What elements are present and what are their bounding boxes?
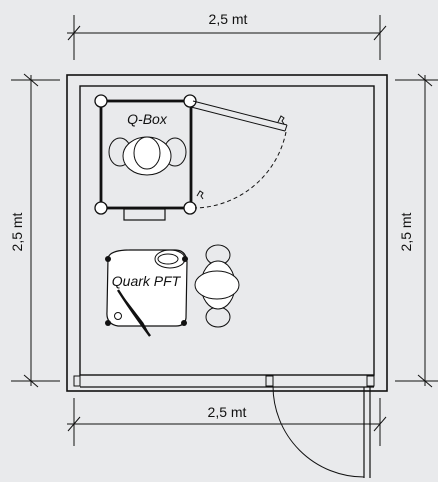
quark-pft-unit: Quark PFT xyxy=(105,249,188,337)
dimension-right-label: 2,5 mt xyxy=(398,212,414,251)
quark-pft-label: Quark PFT xyxy=(112,273,182,289)
dimension-top-label: 2,5 mt xyxy=(209,11,248,27)
q-box-booth: Q-Box xyxy=(94,94,288,221)
q-box-base xyxy=(123,208,166,221)
room-walls xyxy=(66,74,388,392)
person-pft-icon xyxy=(194,244,240,328)
q-box-label: Q-Box xyxy=(127,111,168,127)
entrance-door xyxy=(272,385,371,478)
person-qbox-icon xyxy=(108,136,187,176)
dimension-bottom-label: 2,5 mt xyxy=(208,404,247,420)
dimension-bottom: 2,5 mt xyxy=(67,398,387,446)
dimension-right: 2,5 mt xyxy=(395,73,438,388)
dimension-left: 2,5 mt xyxy=(9,73,60,388)
q-box-door xyxy=(190,100,288,209)
dimension-top: 2,5 mt xyxy=(67,11,387,60)
dimension-left-label: 2,5 mt xyxy=(9,212,25,251)
